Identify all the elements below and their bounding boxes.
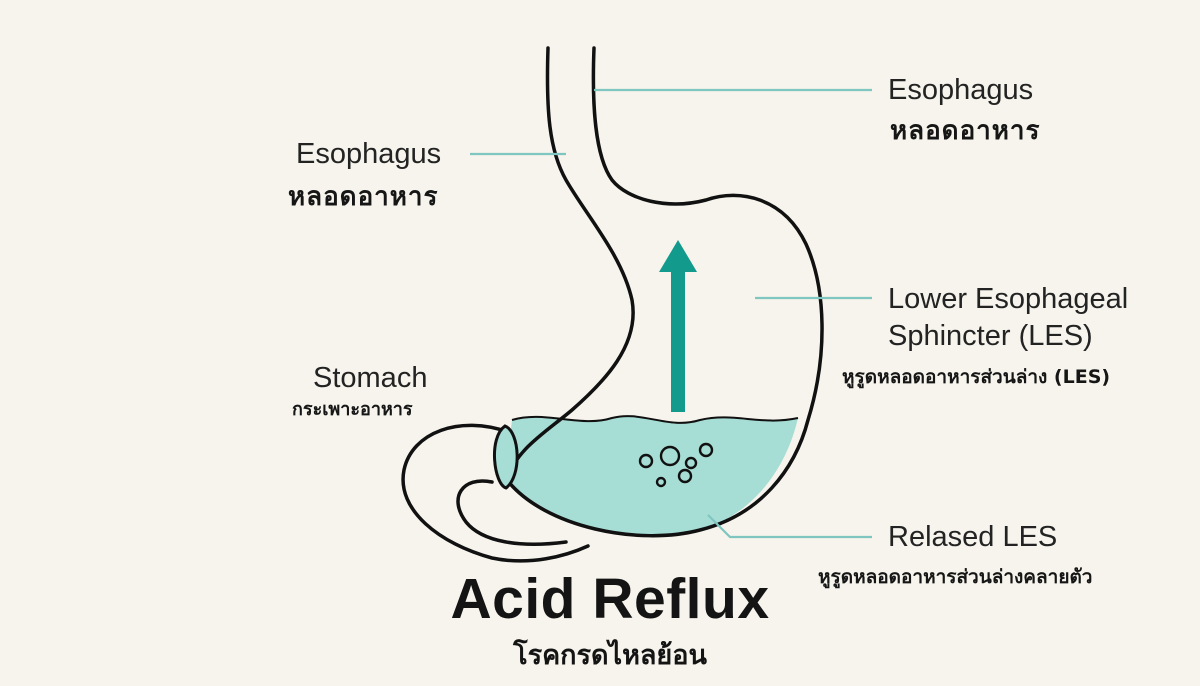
duodenum-outer-outline — [401, 423, 590, 563]
esophagus-right-label-en: Esophagus — [888, 74, 1034, 106]
esophagus-left-label-th: หลอดอาหาร — [288, 182, 439, 212]
les-label-en-line2: Sphincter (LES) — [888, 320, 1093, 352]
reflux-arrow-shaft — [671, 270, 685, 412]
les-label-en-line1: Lower Esophageal — [888, 283, 1129, 315]
reflux-arrow-head — [659, 240, 697, 272]
esophagus-left-label-en: Esophagus — [296, 138, 442, 170]
relaxed-les-label-en: Relased LES — [888, 521, 1058, 553]
stomach-label-th: กระเพาะอาหาร — [292, 399, 413, 420]
stomach-outer-outline — [505, 46, 824, 538]
pyloric-sphincter — [492, 424, 519, 490]
stomach-acid — [505, 416, 798, 536]
acid-bubbles — [638, 442, 714, 488]
relaxed-les-label-th: หูรูดหลอดอาหารส่วนล่างคลายตัว — [818, 566, 1093, 588]
diagram-subtitle: โรคกรดไหลย้อน — [513, 640, 707, 671]
esophagus-right-label-th: หลอดอาหาร — [890, 116, 1041, 146]
duodenum-inner-outline — [456, 479, 568, 546]
diagram-title: Acid Reflux — [450, 567, 770, 631]
leader-lines — [470, 88, 872, 539]
stomach-label-en: Stomach — [313, 362, 428, 394]
les-label-th: หูรูดหลอดอาหารส่วนล่าง (LES) — [842, 366, 1111, 388]
